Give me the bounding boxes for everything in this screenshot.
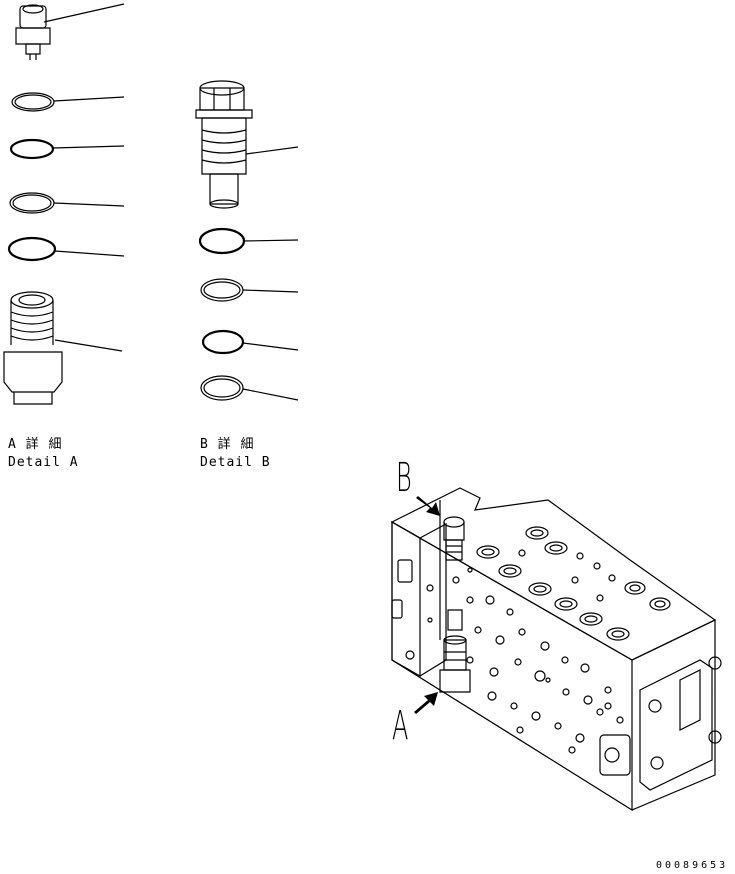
top-ports	[476, 526, 671, 641]
callout-a: A	[392, 703, 409, 749]
detail-a-valve-part	[3, 291, 123, 405]
callout-b: B	[396, 455, 412, 501]
figure-number: 00089653	[656, 860, 729, 871]
detail-b-label-en: Detail B	[200, 455, 271, 470]
control-valve-assembly	[390, 487, 722, 812]
detail-a-ring-2	[9, 192, 125, 214]
valve-a-installed	[439, 609, 471, 693]
detail-a-label-en: Detail A	[8, 455, 79, 470]
valve-b-installed	[443, 516, 465, 561]
detail-b-ring-1	[200, 278, 299, 302]
detail-a-oring-1	[9, 138, 125, 160]
arrow-b-icon	[416, 496, 440, 516]
detail-a-oring-2	[7, 236, 125, 262]
detail-b-label-jp: B 詳 細	[200, 437, 255, 452]
detail-b-ring-2	[200, 375, 299, 401]
detail-a-cap-part	[15, 3, 125, 60]
detail-b-oring-2	[201, 329, 299, 355]
detail-b-oring-1	[198, 227, 299, 255]
front-holes	[452, 567, 624, 754]
detail-a-label-jp: A 詳 細	[8, 437, 63, 452]
arrow-a-icon	[414, 692, 438, 714]
detail-b-valve-part	[195, 80, 299, 209]
detail-a-ring-1	[11, 92, 125, 112]
